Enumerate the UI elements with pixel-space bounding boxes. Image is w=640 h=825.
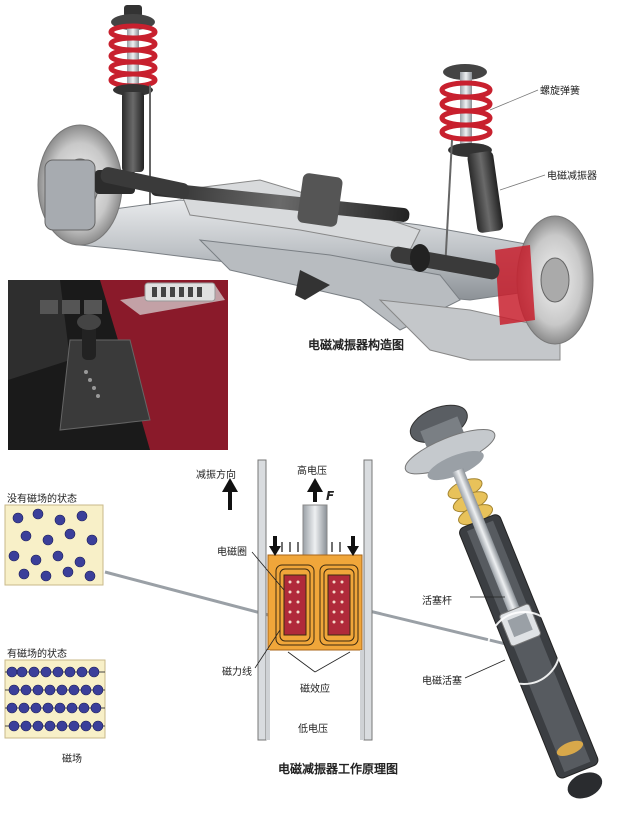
label-piston-rod: 活塞杆 [422,596,452,607]
label-force: F [326,489,335,503]
particles-chains [6,666,104,732]
cylinder-wall-left [257,459,267,741]
force-arrow [307,478,323,502]
principle-leaders [251,551,351,673]
left-strut [108,5,158,205]
label-no-field: 没有磁场的状态 [7,494,77,505]
label-mr-effect: 磁效应 [300,684,330,695]
label-low-pressure: 低电压 [298,724,328,735]
flow-gap-right [360,650,364,740]
cylinder-wall-right [363,459,373,741]
label-damping-direction: 减振方向 [196,470,236,481]
drive-shafts [100,167,500,280]
leader-damper [499,174,546,191]
label-with-field: 有磁场的状态 [7,649,67,660]
coil-left [283,574,307,636]
label-coil: 电磁圈 [217,547,247,558]
damping-arrow [222,478,238,510]
right-brake [495,215,594,345]
connector-panel-core [104,570,281,620]
label-high-pressure: 高电压 [297,466,327,477]
label-coil-spring: 螺旋弹簧 [540,86,580,97]
label-damper: 电磁减振器 [547,171,597,182]
label-em-piston: 电磁活塞 [422,676,462,687]
particles-random [8,508,98,582]
piston-rod [302,504,328,556]
pressure-arrows [281,542,341,552]
flow-gap-left [266,650,270,740]
coil-right [327,574,351,636]
magnetic-field-lines [275,564,359,646]
right-strut [439,64,504,271]
caption-structure: 电磁减振器构造图 [308,338,405,352]
piston-magnifier [487,611,561,685]
label-field: 磁场 [62,754,82,765]
connector-core-piston [364,608,511,647]
steering-rack [150,173,410,300]
leader-coil-spring [489,89,539,111]
caption-principle: 电磁减振器工作原理图 [278,762,399,776]
leader-em-piston [464,659,506,679]
big-arrows [269,536,359,556]
label-field-lines: 磁力线 [222,667,252,678]
